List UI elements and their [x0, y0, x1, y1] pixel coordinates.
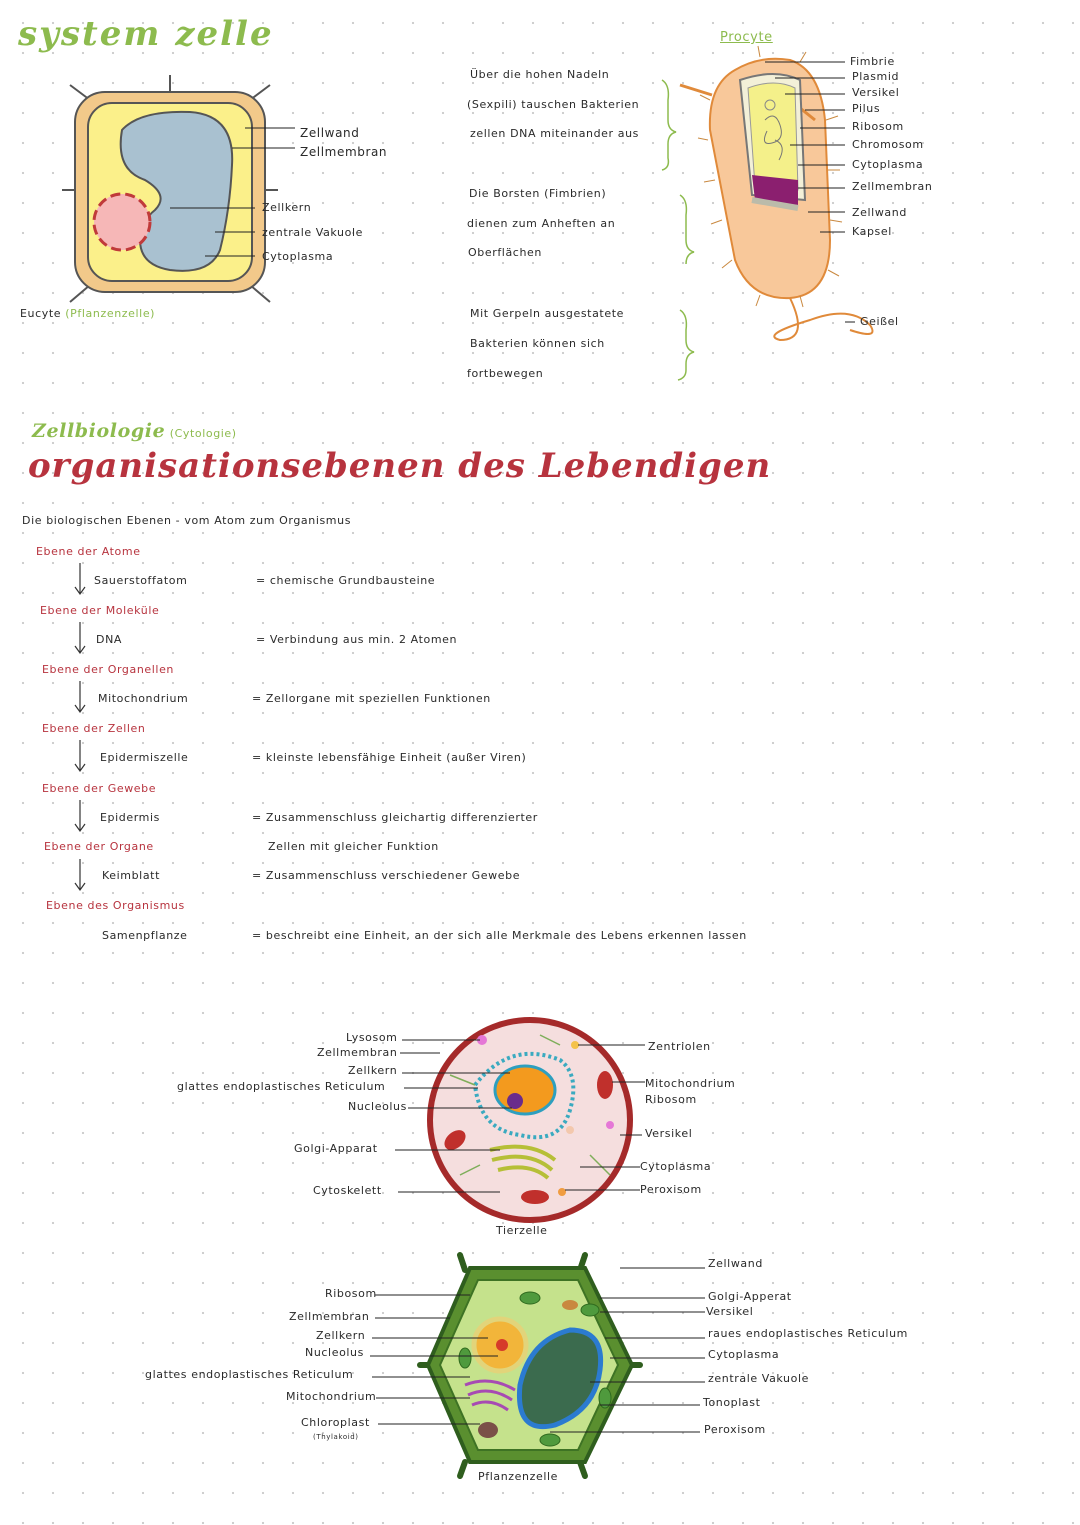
plant2-label-raues-er: raues endoplastisches Reticulum	[708, 1327, 908, 1340]
eucyte-caption: Eucyte (Pflanzenzelle)	[20, 307, 155, 320]
animal-label-cytoskelett: Cytoskelett	[313, 1184, 382, 1197]
plant2-label-zellwand: Zellwand	[708, 1257, 763, 1270]
bacteria-note2-line3: Oberflächen	[468, 246, 542, 259]
bacteria-note1-line1: Über die hohen Nadeln	[470, 68, 610, 81]
plant2-label-zentrale-vakuole: zentrale Vakuole	[708, 1372, 809, 1385]
desc-gewebe-cont: Zellen mit gleicher Funktion	[268, 840, 439, 853]
plant2-label-cytoplasma: Cytoplasma	[708, 1348, 780, 1361]
label-zentrale-vakuole: zentrale Vakuole	[262, 226, 363, 239]
animal-cell-caption: Tierzelle	[496, 1224, 548, 1237]
plant-cell-2-label-lines	[370, 1267, 705, 1433]
level-zellen: Ebene der Zellen	[42, 722, 146, 735]
label-cytoplasma-bact: Cytoplasma	[852, 158, 924, 171]
example-mitochondrium: Mitochondrium	[98, 692, 189, 705]
bacteria-note3-line2: Bakterien können sich	[470, 337, 605, 350]
desc-molekuele: = Verbindung aus min. 2 Atomen	[256, 633, 458, 646]
level-organismus: Ebene des Organismus	[46, 899, 185, 912]
plant-cell-label-lines	[170, 127, 295, 257]
plant2-label-peroxisom: Peroxisom	[704, 1423, 766, 1436]
plant-cell-2-diagram	[417, 1252, 643, 1479]
zellbiologie-title: Zellbiologie	[32, 420, 166, 442]
level-atome: Ebene der Atome	[36, 545, 141, 558]
plant2-label-mitochondrium: Mitochondrium	[286, 1390, 377, 1403]
level-organellen: Ebene der Organellen	[42, 663, 175, 676]
plant-cell-diagram	[62, 75, 278, 303]
eucyte-caption-main: Eucyte	[20, 307, 62, 320]
desc-gewebe: = Zusammenschluss gleichartig differenzi…	[252, 811, 538, 824]
label-geissel: Geißel	[860, 315, 899, 328]
label-zellwand-bact: Zellwand	[852, 206, 907, 219]
plant2-label-glattes-er: glattes endoplastisches Reticulum	[145, 1368, 354, 1381]
example-dna: DNA	[96, 633, 123, 646]
plant2-label-ribosom: Ribosom	[325, 1287, 377, 1300]
animal-label-versikel: Versikel	[645, 1127, 693, 1140]
bacteria-note3-line1: Mit Gerpeln ausgestatete	[470, 307, 624, 320]
plant2-label-thylakoid: (Thylakoid)	[313, 1433, 359, 1441]
page-title: system zelle	[18, 14, 274, 54]
plant2-label-tonoplast: Tonoplast	[703, 1396, 761, 1409]
procyte-title: Procyte	[720, 30, 773, 45]
label-zellkern: Zellkern	[262, 201, 312, 214]
animal-cell-diagram	[427, 1017, 633, 1223]
example-epidermis: Epidermis	[100, 811, 160, 824]
level-gewebe: Ebene der Gewebe	[42, 782, 157, 795]
label-plasmid: Plasmid	[852, 70, 900, 83]
example-epidermiszelle: Epidermiszelle	[100, 751, 189, 764]
animal-label-ribosom: Ribosom	[645, 1093, 697, 1106]
desc-atome: = chemische Grundbausteine	[256, 574, 436, 587]
level-arrows	[74, 563, 86, 892]
plant2-label-golgi: Golgi-Apperat	[708, 1290, 792, 1303]
animal-label-cytoplasma: Cytoplasma	[640, 1160, 712, 1173]
bacteria-note2-line2: dienen zum Anheften an	[467, 217, 616, 230]
desc-zellen: = kleinste lebensfähige Einheit (außer V…	[252, 751, 527, 764]
animal-label-nucleolus: Nucleolus	[348, 1100, 407, 1113]
label-ribosom: Ribosom	[852, 120, 904, 133]
bacteria-diagram	[661, 45, 874, 381]
desc-organismus: = beschreibt eine Einheit, an der sich a…	[252, 929, 747, 942]
desc-organe: = Zusammenschluss verschiedener Gewebe	[252, 869, 521, 882]
animal-label-mitochondrium: Mitochondrium	[645, 1077, 736, 1090]
animal-label-peroxisom: Peroxisom	[640, 1183, 702, 1196]
zellbiologie-paren: (Cytologie)	[169, 427, 237, 440]
animal-label-zellmembran: Zellmembran	[317, 1046, 398, 1059]
eucyte-caption-sub: (Pflanzenzelle)	[65, 307, 156, 320]
label-zellmembran: Zellmembran	[300, 145, 388, 159]
example-samenpflanze: Samenpflanze	[102, 929, 188, 942]
bacteria-note1-line2: (Sexpili) tauschen Bakterien	[467, 98, 640, 111]
label-pilus: Pilus	[852, 102, 881, 115]
plant2-label-chloroplast: Chloroplast	[301, 1416, 370, 1429]
bacteria-note1-line3: zellen DNA miteinander aus	[470, 127, 640, 140]
animal-label-zellkern: Zellkern	[348, 1064, 398, 1077]
plant2-label-versikel: Versikel	[706, 1305, 754, 1318]
label-fimbrie: Fimbrie	[850, 55, 895, 68]
animal-label-zentriolen: Zentriolen	[648, 1040, 711, 1053]
organisation-intro: Die biologischen Ebenen - vom Atom zum O…	[22, 514, 352, 527]
animal-label-golgi: Golgi-Apparat	[294, 1142, 378, 1155]
level-organe: Ebene der Organe	[44, 840, 154, 853]
label-zellwand: Zellwand	[300, 126, 360, 140]
label-cytoplasma: Cytoplasma	[262, 250, 334, 263]
bacteria-note3-line3: fortbewegen	[467, 367, 544, 380]
animal-cell-label-lines	[395, 1039, 645, 1193]
example-sauerstoffatom: Sauerstoffatom	[94, 574, 188, 587]
plant2-label-zellmembran: Zellmembran	[289, 1310, 370, 1323]
label-versikel: Versikel	[852, 86, 900, 99]
label-chromosom: Chromosom	[852, 138, 924, 151]
label-zellmembran-bact: Zellmembran	[852, 180, 933, 193]
desc-organellen: = Zellorgane mit speziellen Funktionen	[252, 692, 491, 705]
level-molekuele: Ebene der Moleküle	[40, 604, 160, 617]
example-keimblatt: Keimblatt	[102, 869, 161, 882]
zellbiologie-heading: Zellbiologie (Cytologie)	[32, 420, 237, 442]
plant-cell-2-caption: Pflanzenzelle	[478, 1470, 559, 1483]
plant2-label-zellkern: Zellkern	[316, 1329, 366, 1342]
animal-label-glattes-er: glattes endoplastisches Reticulum	[177, 1080, 386, 1093]
organisation-title: organisationsebenen des Lebendigen	[28, 446, 772, 486]
label-kapsel: Kapsel	[852, 225, 892, 238]
animal-label-lysosom: Lysosom	[346, 1031, 398, 1044]
bacteria-note2-line1: Die Borsten (Fimbrien)	[469, 187, 607, 200]
plant2-label-nucleolus: Nucleolus	[305, 1346, 364, 1359]
